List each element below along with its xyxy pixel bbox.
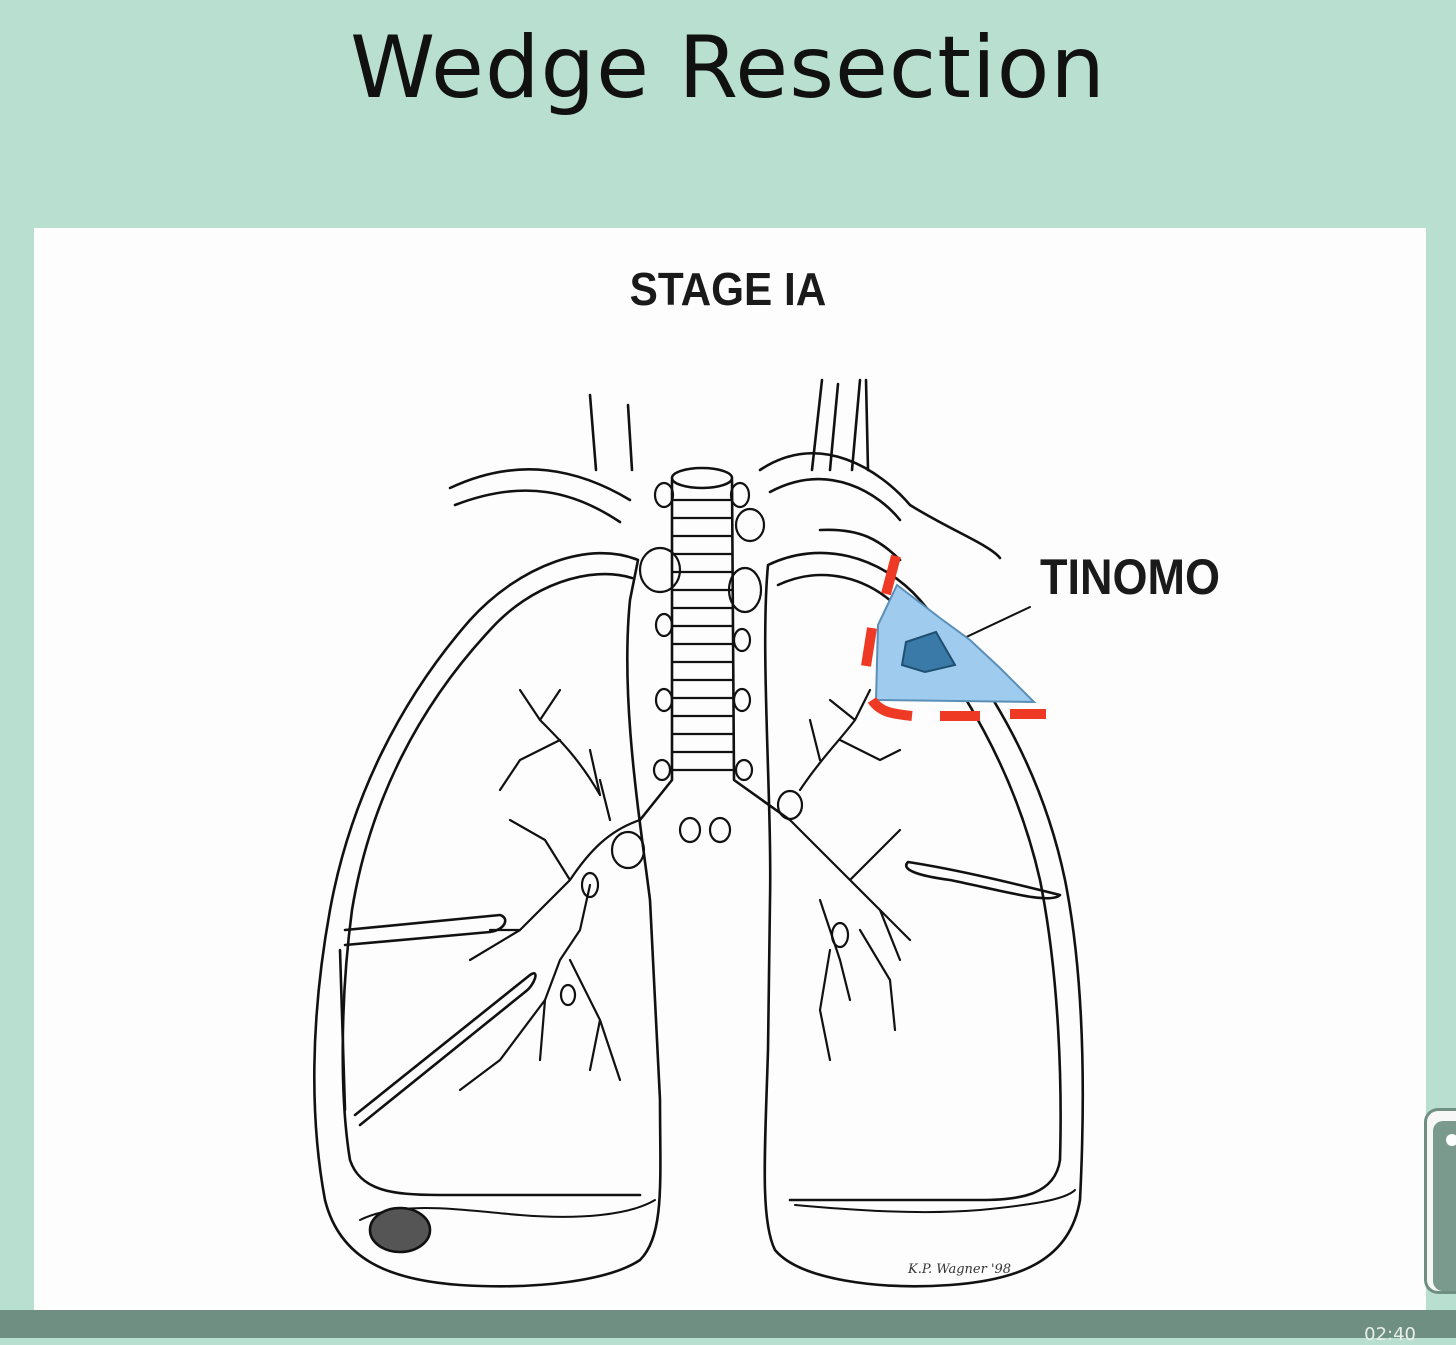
right-costophrenic-shadow xyxy=(368,1206,432,1254)
side-panel-indicator-icon xyxy=(1446,1134,1456,1146)
tumor xyxy=(900,630,957,674)
trachea-right-wall xyxy=(730,478,792,822)
right-lung-outline xyxy=(313,551,662,1288)
lymph-nodes xyxy=(559,481,850,1007)
trachea-left-wall xyxy=(638,478,674,822)
left-oblique-fissure xyxy=(904,860,1062,900)
pulmonary-vessel xyxy=(818,528,902,562)
artist-signature: K.P. Wagner '98 xyxy=(908,1262,1012,1277)
stage-label: STAGE IA xyxy=(629,263,827,315)
playback-timestamp: 02:40 xyxy=(1364,1324,1416,1345)
tnm-pointer-line xyxy=(959,606,1031,641)
aortic-arch-right xyxy=(758,452,1002,560)
tnm-label: TINOMO xyxy=(1040,549,1220,605)
aortic-arch-left xyxy=(448,468,632,524)
right-lung-inner xyxy=(341,572,642,1197)
left-lung-inner xyxy=(776,573,1062,1202)
neck-vessel-left xyxy=(588,378,862,472)
resection-line xyxy=(861,554,1046,721)
player-bottom-bar[interactable]: 02:40 xyxy=(0,1310,1456,1345)
resected-wedge xyxy=(874,583,1037,704)
right-bronchial-tree xyxy=(458,688,642,1092)
trachea-top xyxy=(670,466,734,490)
right-oblique-fissure xyxy=(353,972,537,1127)
slide-title: Wedge Resection xyxy=(350,18,1106,118)
tracheal-rings xyxy=(670,498,734,772)
right-lung-lower-edge xyxy=(338,948,347,1112)
left-bronchial-tree xyxy=(788,688,912,1062)
side-panel-handle xyxy=(1433,1121,1456,1291)
left-lung-base xyxy=(794,1189,1076,1214)
right-horizontal-fissure xyxy=(343,913,507,947)
